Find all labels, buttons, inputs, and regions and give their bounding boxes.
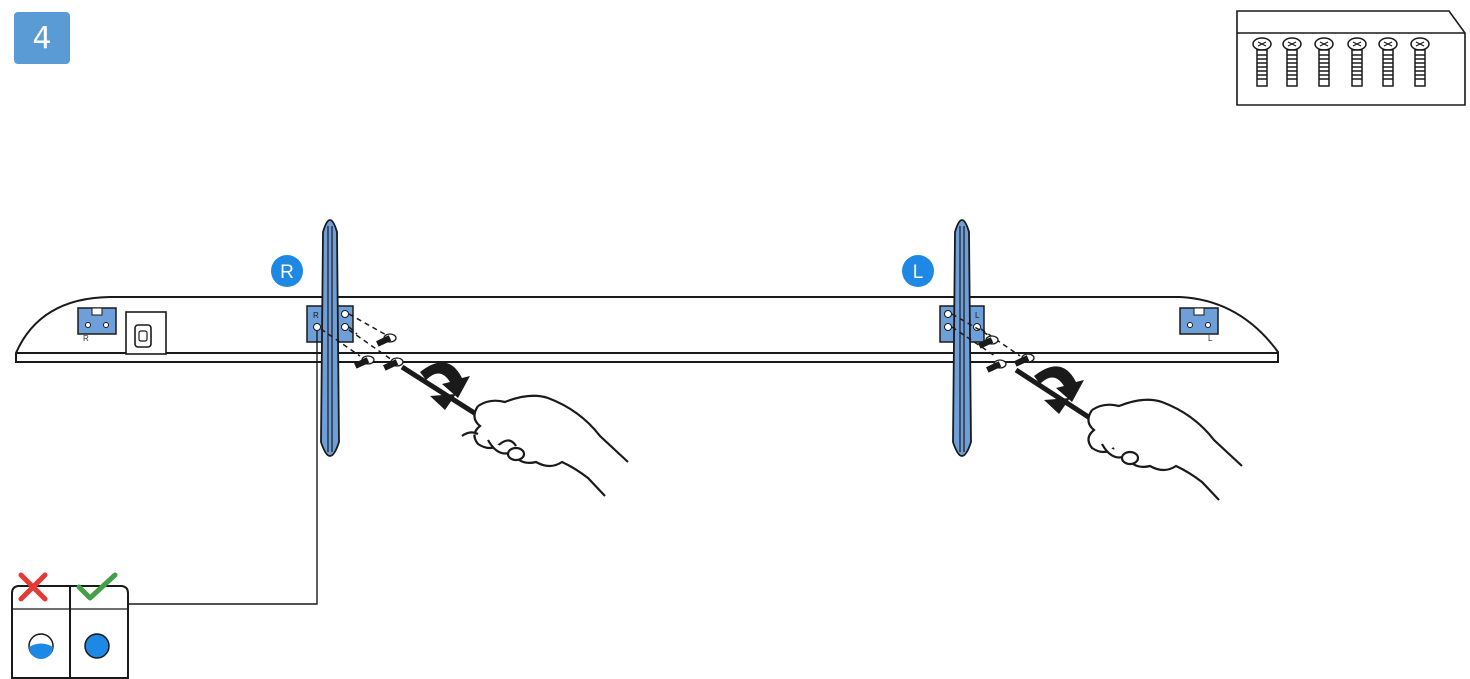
check-mark-icon	[76, 572, 118, 601]
corner-mark-r: R	[83, 334, 89, 343]
correct-example	[84, 633, 110, 659]
step-number-badge: 4	[14, 12, 70, 64]
corner-bracket-left: R	[77, 307, 117, 343]
hand-with-screwdriver-right	[400, 362, 629, 497]
stand-badge-r: R	[271, 255, 303, 287]
incorrect-example	[28, 633, 54, 659]
stand-left: L	[939, 219, 985, 457]
stand-right: R	[306, 219, 354, 457]
bracket-mark-r: R	[313, 311, 319, 320]
detail-comparison	[11, 572, 129, 679]
stand-badge-r-text: R	[280, 262, 294, 283]
screw-guides-right	[320, 313, 393, 361]
callout-line	[129, 331, 318, 605]
power-port	[125, 311, 167, 355]
corner-mark-l: L	[1208, 334, 1213, 343]
bracket-mark-l: L	[975, 311, 980, 320]
step-number: 4	[32, 20, 52, 56]
screw-pack	[1236, 10, 1466, 106]
screw-guides-left	[951, 313, 1021, 357]
stand-badge-l: L	[902, 255, 934, 287]
wrong-x-icon	[18, 572, 48, 602]
tv-body: R L	[15, 296, 1279, 363]
stand-badge-l-text: L	[913, 262, 924, 283]
hand-with-screwdriver-left	[1014, 366, 1243, 501]
corner-bracket-right: L	[1179, 307, 1219, 343]
